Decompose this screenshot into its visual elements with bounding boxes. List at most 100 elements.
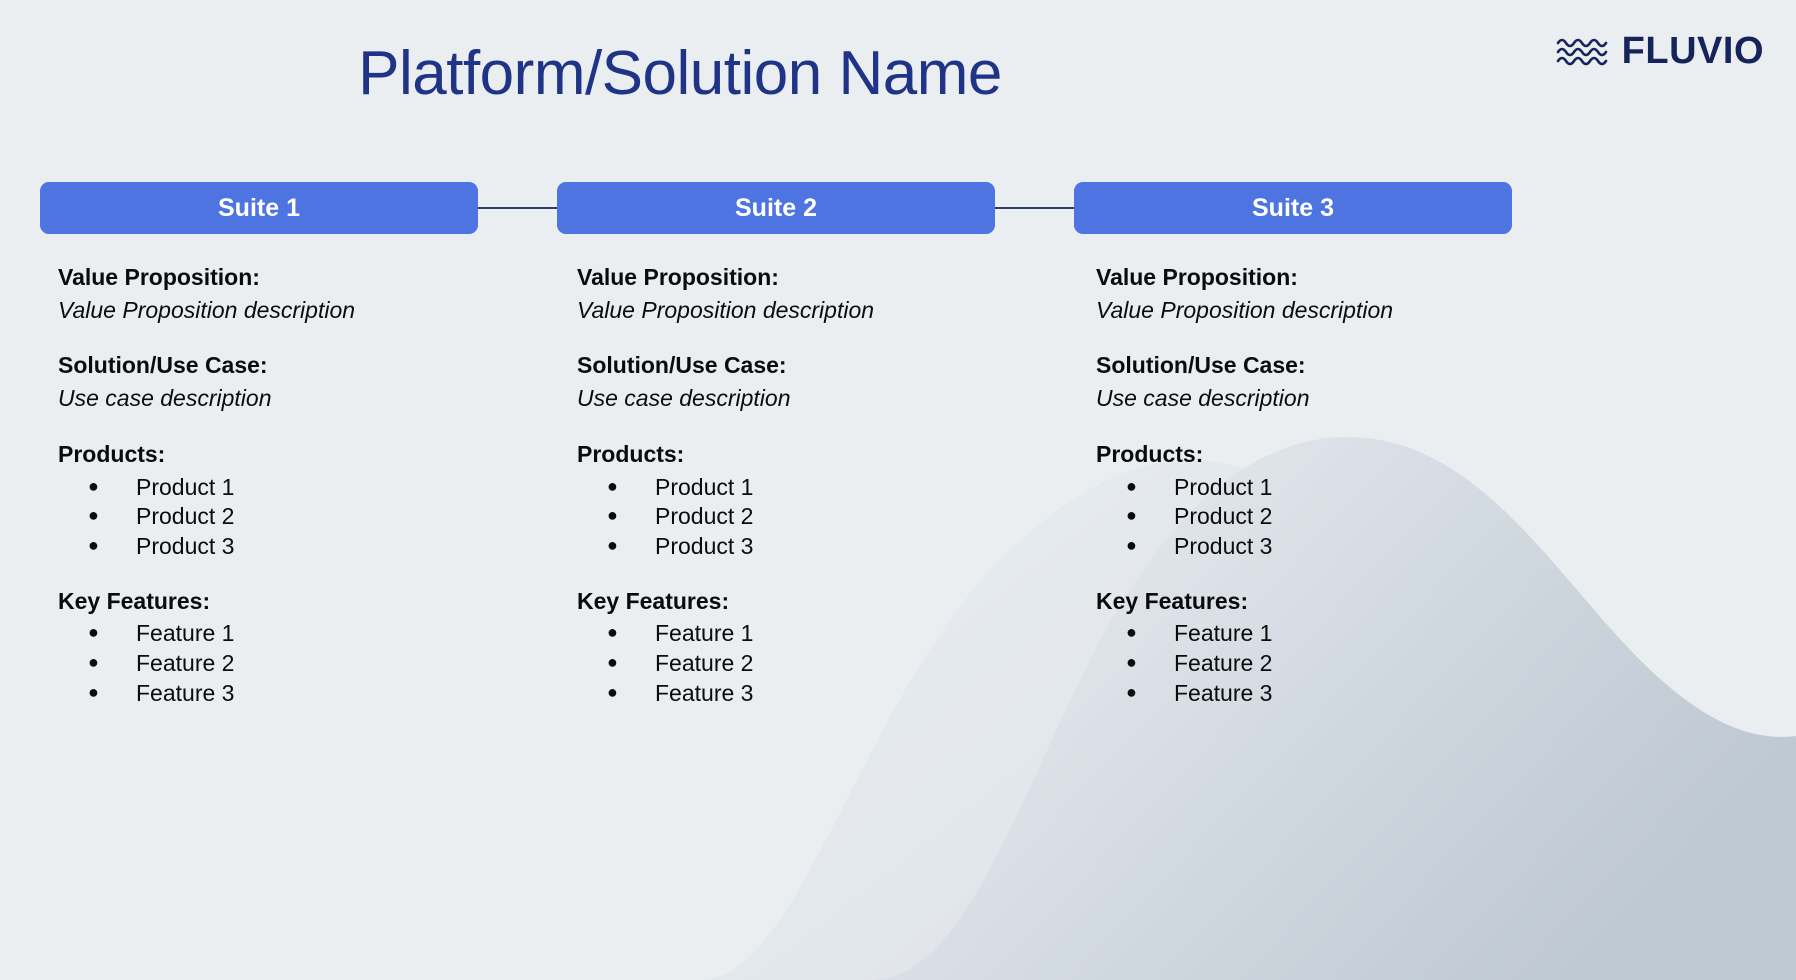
suite-pill-label-3: Suite 3 <box>1252 193 1334 222</box>
bullet-icon: ● <box>88 534 99 555</box>
bullet-icon: ● <box>1126 622 1137 643</box>
list-item: ●Product 3 <box>1096 532 1597 562</box>
list-item-label: Feature 3 <box>655 679 754 706</box>
bullet-icon: ● <box>88 652 99 673</box>
products-list: ● Product 1 ● Product 2 ● Product 3 <box>577 473 1078 562</box>
list-item-label: Feature 2 <box>655 650 754 677</box>
block-heading: Key Features: <box>58 587 211 614</box>
solution-use-case-block: Solution/Use Case: Use case description <box>577 350 1078 414</box>
bullet-icon: ● <box>1126 534 1137 555</box>
block-heading: Solution/Use Case: <box>1096 352 1306 379</box>
waves-icon <box>1556 35 1608 69</box>
key-features-list: ● Feature 1 ● Feature 2 ● Feature 3 <box>58 619 559 708</box>
block-description: Value Proposition description <box>577 296 875 323</box>
suite-column-2: Value Proposition: Value Proposition des… <box>559 262 1078 708</box>
suite-connector-2 <box>995 207 1074 209</box>
block-heading: Products: <box>1096 440 1204 467</box>
value-proposition-block: Value Proposition: Value Proposition des… <box>577 262 1078 326</box>
list-item-label: Product 3 <box>136 532 235 559</box>
block-description: Value Proposition description <box>58 296 356 323</box>
bullet-icon: ● <box>607 534 618 555</box>
list-item: ● Feature 3 <box>577 679 1078 709</box>
products-list: ● Product 1 ● Product 2 ●Product 3 <box>1096 473 1597 562</box>
bullet-icon: ● <box>607 681 618 702</box>
block-description: Use case description <box>58 385 272 412</box>
products-block: Products: ● Product 1 ● Product 2 ● Product… <box>577 439 1078 562</box>
suite-column-1: Value Proposition: Value Proposition des… <box>40 262 559 708</box>
bullet-icon: ● <box>88 505 99 526</box>
list-item-label: Feature 3 <box>136 679 235 706</box>
list-item: ● Product 1 <box>1096 473 1597 503</box>
list-item: ● Feature 1 <box>577 619 1078 649</box>
list-item-label: Product 1 <box>1174 473 1273 500</box>
suite-connector-1 <box>478 207 557 209</box>
list-item: ● Product 2 <box>1096 502 1597 532</box>
list-item-label: Product 2 <box>655 503 754 530</box>
list-item: ● Feature 2 <box>1096 649 1597 679</box>
block-description: Value Proposition description <box>1096 296 1394 323</box>
products-block: Products: ● Product 1 ● Product 2 ●Product… <box>1096 439 1597 562</box>
bullet-icon: ● <box>1126 505 1137 526</box>
list-item-label: Feature 2 <box>136 650 235 677</box>
bullet-icon: ● <box>607 622 618 643</box>
bullet-icon: ● <box>1126 652 1137 673</box>
block-heading: Value Proposition: <box>58 264 260 290</box>
list-item: ● Feature 2 <box>577 649 1078 679</box>
list-item-label: Product 2 <box>136 503 235 530</box>
list-item-label: Product 1 <box>655 473 754 500</box>
list-item: ● Feature 3 <box>58 679 559 709</box>
suite-pill-2[interactable]: Suite 2 <box>557 182 995 234</box>
list-item-label: Feature 1 <box>136 620 235 647</box>
logo-wordmark: FLUVIO <box>1621 30 1764 72</box>
bullet-icon: ● <box>88 681 99 702</box>
list-item: ● Product 3 <box>58 532 559 562</box>
key-features-block: Key Features: ●Feature 1 ● Feature 2 ●Fea… <box>1096 586 1597 709</box>
key-features-list: ● Feature 1 ● Feature 2 ● Feature 3 <box>577 619 1078 708</box>
bullet-icon: ● <box>607 505 618 526</box>
block-heading: Value Proposition: <box>1096 264 1298 290</box>
list-item: ● Product 2 <box>577 502 1078 532</box>
list-item-label: Feature 1 <box>655 620 754 647</box>
block-heading: Value Proposition: <box>577 264 779 290</box>
suite-column-3: Value Proposition: Value Proposition des… <box>1078 262 1597 708</box>
suite-pill-label-2: Suite 2 <box>735 193 817 222</box>
block-heading: Products: <box>577 440 685 467</box>
list-item: ●Feature 1 <box>1096 619 1597 649</box>
bullet-icon: ● <box>88 475 99 496</box>
block-description: Use case description <box>577 385 791 412</box>
key-features-list: ●Feature 1 ● Feature 2 ●Feature 3 <box>1096 619 1597 708</box>
bullet-icon: ● <box>1126 475 1137 496</box>
bullet-icon: ● <box>88 622 99 643</box>
page-title: Platform/Solution Name <box>358 39 1002 108</box>
value-proposition-block: Value Proposition: Value Proposition des… <box>1096 262 1597 326</box>
list-item: ● Product 3 <box>577 532 1078 562</box>
solution-use-case-block: Solution/Use Case: Use case description <box>58 350 559 414</box>
list-item-label: Product 1 <box>136 473 235 500</box>
suite-columns: Value Proposition: Value Proposition des… <box>40 262 1522 708</box>
key-features-block: Key Features: ● Feature 1 ● Feature 2 ● Fea… <box>577 586 1078 709</box>
list-item: ● Feature 1 <box>58 619 559 649</box>
solution-use-case-block: Solution/Use Case: Use case description <box>1096 350 1597 414</box>
suite-pill-3[interactable]: Suite 3 <box>1074 182 1512 234</box>
list-item-label: Product 2 <box>1174 503 1273 530</box>
bullet-icon: ● <box>607 475 618 496</box>
list-item: ● Feature 2 <box>58 649 559 679</box>
block-heading: Key Features: <box>577 587 730 614</box>
suite-pill-1[interactable]: Suite 1 <box>40 182 478 234</box>
block-heading: Products: <box>58 440 166 467</box>
block-heading: Solution/Use Case: <box>577 352 787 379</box>
bullet-icon: ● <box>1126 681 1137 702</box>
suite-header-row: Suite 1 Suite 2 Suite 3 <box>40 182 1512 234</box>
block-description: Use case description <box>1096 385 1310 412</box>
suite-pill-label-1: Suite 1 <box>218 193 300 222</box>
block-heading: Key Features: <box>1096 587 1249 614</box>
list-item: ● Product 1 <box>577 473 1078 503</box>
key-features-block: Key Features: ● Feature 1 ● Feature 2 ● Fea… <box>58 586 559 709</box>
bullet-icon: ● <box>607 652 618 673</box>
list-item-label: Product 3 <box>655 532 754 559</box>
value-proposition-block: Value Proposition: Value Proposition des… <box>58 262 559 326</box>
list-item: ●Feature 3 <box>1096 679 1597 709</box>
products-list: ● Product 1 ● Product 2 ● Product 3 <box>58 473 559 562</box>
list-item-label: Feature 2 <box>1174 650 1273 677</box>
